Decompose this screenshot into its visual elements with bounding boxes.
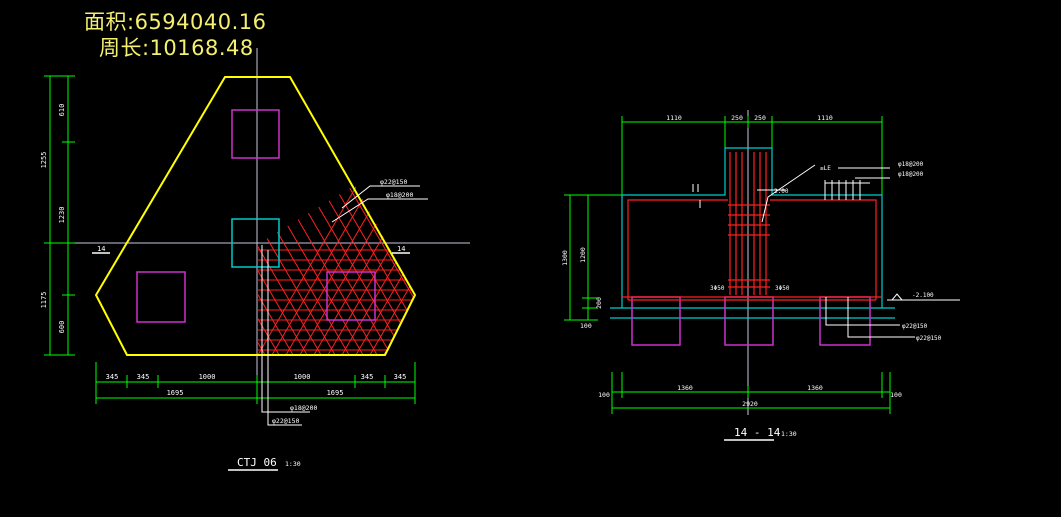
rebar-line — [344, 185, 415, 355]
rebar-line — [135, 180, 240, 360]
section-scale: 1:30 — [781, 430, 797, 438]
plan-dim-bottom-1: 345 — [106, 373, 119, 381]
rebar-line — [330, 185, 415, 355]
plan-title: CTJ 06 — [237, 456, 277, 469]
section-dim-top-1: 1110 — [666, 114, 682, 122]
rebar-line — [443, 180, 548, 360]
plan-dim-bottom-2: 345 — [137, 373, 150, 381]
section-callout-5: 2.00 — [774, 188, 789, 195]
section-dim-total: 2920 — [742, 400, 758, 408]
rebar-line — [258, 185, 269, 355]
rebar-line — [302, 185, 409, 355]
section-callout-2: φ18@200 — [898, 171, 924, 178]
footing-outline — [94, 76, 417, 356]
rebar-line — [521, 180, 626, 360]
section-top-dimension — [621, 116, 883, 195]
section-rebar — [622, 152, 882, 301]
section-dim-bottom-1: 1360 — [677, 384, 693, 392]
section-piles — [631, 296, 871, 346]
section-callout-4: φ22@150 — [916, 335, 942, 342]
rebar-line — [451, 180, 556, 360]
section-title: 14 - 14 — [734, 426, 781, 439]
plan-bottom-dimension — [95, 362, 416, 404]
column-right — [326, 271, 376, 321]
section-left-dimension — [564, 194, 622, 321]
rebar-line — [258, 185, 325, 355]
rebar-line — [258, 185, 297, 355]
plan-dim-bottom-5: 345 — [361, 373, 374, 381]
section-dim-side-left: 100 — [598, 391, 610, 399]
section-dim-left-2: 1200 — [579, 247, 587, 263]
section-dim-top-3: 250 — [754, 114, 766, 122]
rebar-line — [429, 180, 534, 360]
rebar-line — [366, 185, 415, 355]
plan-dim-left-1: 610 — [58, 104, 66, 117]
section-bottom-dimension — [611, 372, 891, 414]
section-concrete-outline — [610, 147, 895, 319]
plan-dim-left-4: 1175 — [40, 292, 48, 309]
plan-dim-total-2: 1695 — [327, 389, 344, 397]
plan-leaders — [261, 185, 428, 426]
rebar-line — [414, 185, 415, 355]
section-callout-3: φ22@150 — [902, 323, 928, 330]
section-level: -2.100 — [912, 292, 934, 299]
plan-dim-left-5: 600 — [58, 321, 66, 334]
plan-callout-4: φ22@150 — [272, 417, 299, 425]
rebar-line — [258, 185, 361, 355]
plan-left-dimension — [44, 75, 75, 356]
section-dim-bottom-2: 1360 — [807, 384, 823, 392]
section-dim-left-1: 1300 — [561, 250, 569, 266]
section-dim-side-right: 100 — [890, 391, 902, 399]
rebar-line — [149, 180, 254, 360]
plan-scale: 1:30 — [285, 460, 301, 468]
rebar-line — [493, 180, 598, 360]
rebar-line — [338, 185, 415, 355]
section-inner-label-2: 3Φ50 — [775, 285, 790, 292]
column-top — [231, 109, 280, 159]
plan-dim-left-3: 1230 — [58, 207, 66, 224]
plan-dim-total-1: 1695 — [167, 389, 184, 397]
plan-dim-bottom-3: 1000 — [199, 373, 216, 381]
section-callout-6: ≥LE — [820, 165, 831, 172]
rebar-line — [258, 185, 311, 355]
rebar-line — [549, 180, 654, 360]
rebar-line — [507, 180, 612, 360]
plan-dim-bottom-4: 1000 — [294, 373, 311, 381]
section-dim-left-4: 100 — [580, 322, 592, 330]
section-callout-1: φ18@200 — [898, 161, 924, 168]
plan-callout-2: φ18@200 — [386, 191, 413, 199]
perimeter-label: 周长:10168.48 — [99, 36, 254, 60]
rebar-line — [408, 185, 415, 355]
section-leaders — [692, 164, 960, 338]
rebar-line — [268, 185, 375, 355]
plan-callout-3: φ18@200 — [290, 404, 317, 412]
plan-dim-bottom-6: 345 — [394, 373, 407, 381]
section-inner-label-1: 3Φ50 — [710, 285, 725, 292]
rebar-hatch — [135, 180, 654, 360]
section-dim-top-4: 1110 — [817, 114, 833, 122]
rebar-line — [400, 185, 415, 355]
area-label: 面积:6594040.16 — [84, 10, 267, 34]
section-mark-right: 14 — [397, 245, 405, 253]
rebar-line — [437, 180, 542, 360]
rebar-line — [258, 185, 283, 355]
rebar-line — [386, 185, 415, 355]
rebar-line — [394, 185, 415, 355]
section-view: 1110 250 250 1110 1300 1200 200 100 — [561, 110, 960, 441]
rebar-line — [465, 180, 570, 360]
pier-center — [231, 218, 280, 268]
section-dim-left-3: 200 — [595, 297, 603, 309]
plan-dim-left-2: 1255 — [40, 152, 48, 169]
rebar-line — [423, 180, 528, 360]
plan-callout-1: φ22@150 — [380, 178, 407, 186]
rebar-line — [479, 180, 584, 360]
section-mark-left: 14 — [97, 245, 105, 253]
rebar-line — [258, 185, 339, 355]
column-left — [136, 271, 186, 323]
section-dim-top-2: 250 — [731, 114, 743, 122]
